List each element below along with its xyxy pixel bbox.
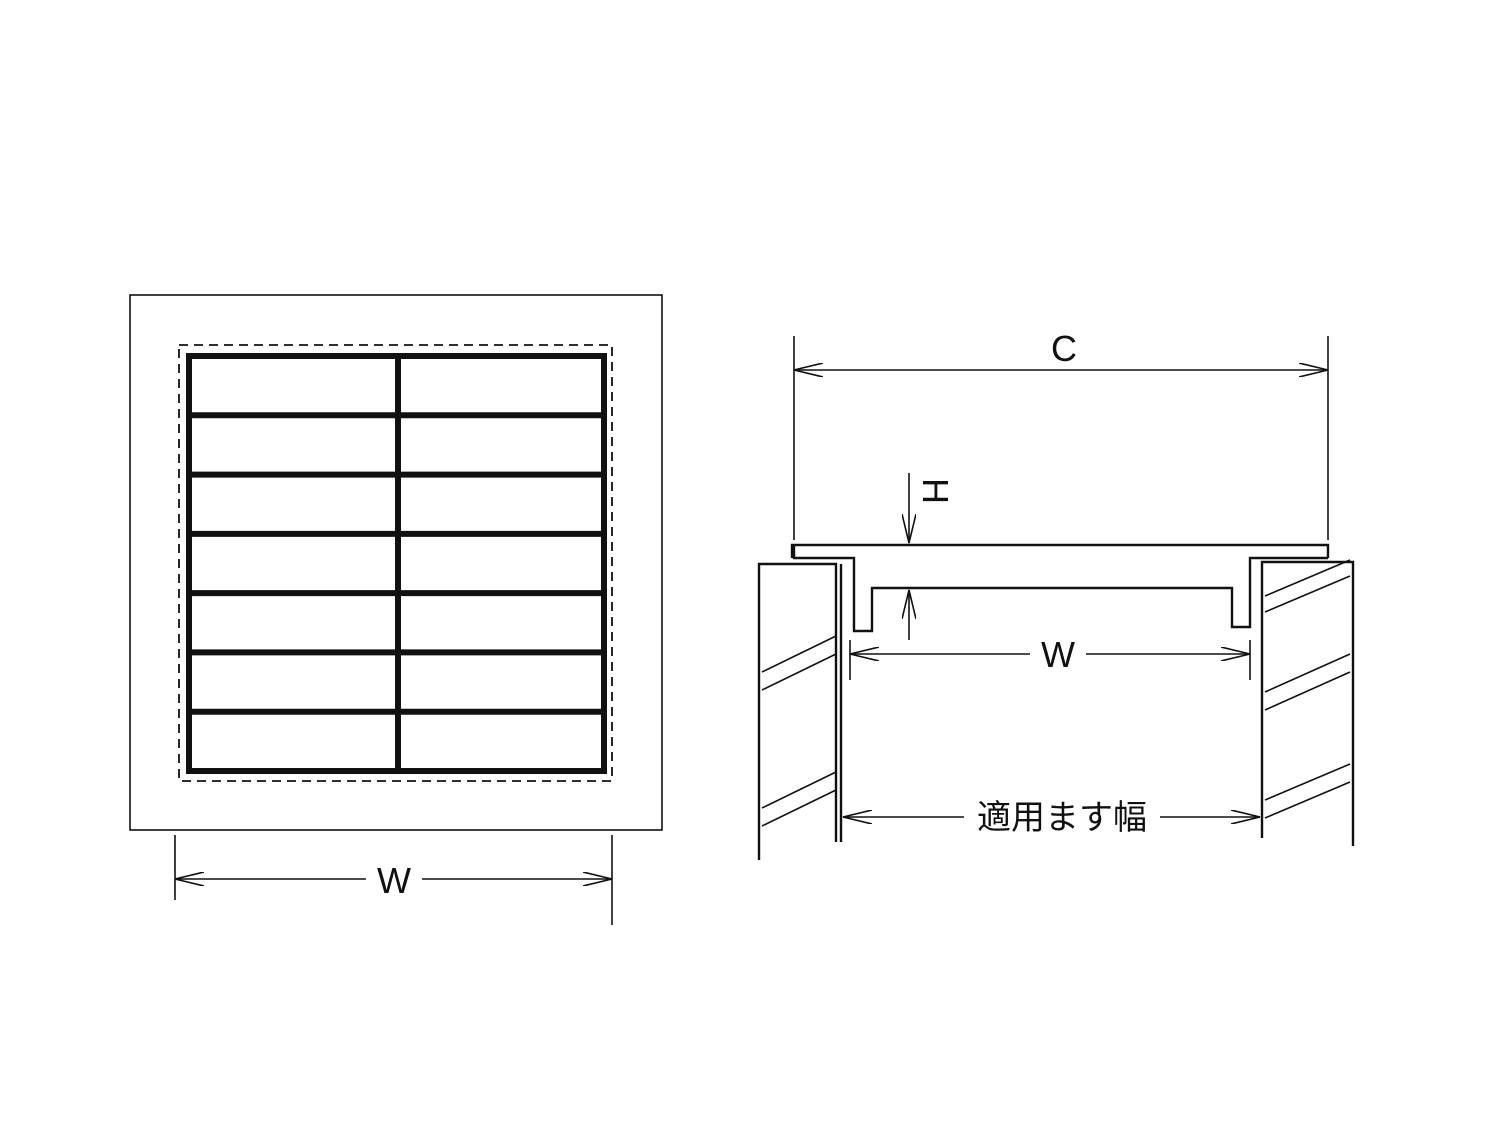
cover-outline (790, 543, 1330, 633)
plan-outer-frame (129, 294, 663, 831)
overall-c-dimension: C (793, 328, 1329, 540)
left-basin-wall (757, 562, 843, 860)
plan-width-label: W (377, 860, 411, 901)
height-h-dimension: H (909, 473, 956, 640)
plan-dashed-outline (178, 344, 613, 782)
right-wall-outline (1260, 560, 1355, 846)
overall-c-label: C (1051, 328, 1077, 369)
cover-section (790, 543, 1330, 633)
inner-width-dimension: W (849, 633, 1251, 680)
basin-width-dimension: 適用ます幅 (843, 794, 1260, 838)
right-basin-wall (1260, 559, 1355, 846)
left-wall-outline (757, 562, 838, 860)
height-h-label: H (915, 478, 956, 504)
section-view: C H (757, 328, 1355, 860)
basin-width-label: 適用ます幅 (977, 798, 1147, 838)
inner-width-label: W (1041, 634, 1075, 675)
plan-width-dimension: W (174, 835, 613, 925)
plan-view: W (129, 294, 663, 925)
